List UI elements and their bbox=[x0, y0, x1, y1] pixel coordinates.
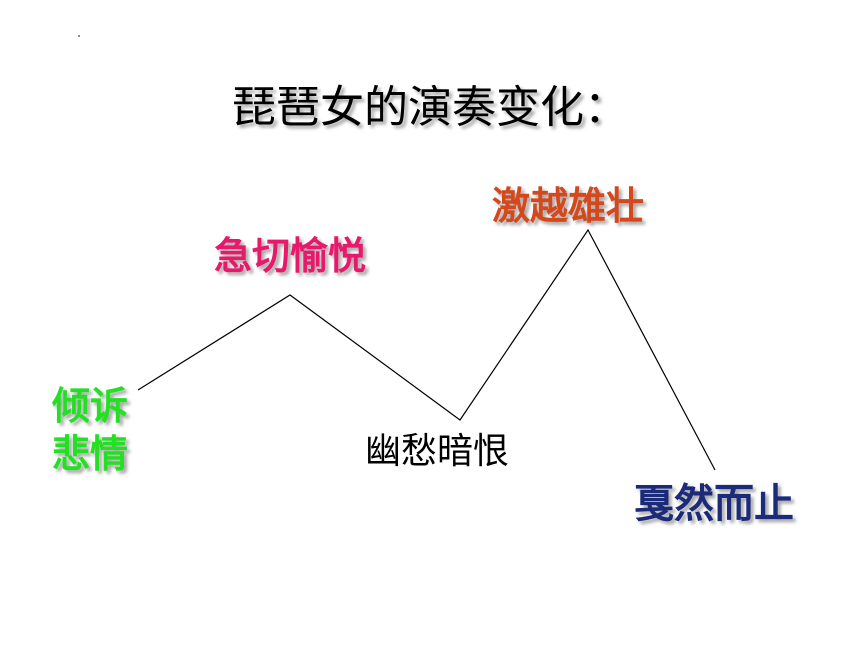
stage-label-start-line-1: 倾诉 bbox=[52, 384, 129, 428]
stage-label-start: 倾诉 悲情 bbox=[52, 382, 172, 478]
stage-label-peak-2: 激越雄壮 bbox=[492, 184, 645, 228]
slide-title: 琵琶女的演奏变化： bbox=[232, 82, 628, 133]
stage-label-start-line-2: 悲情 bbox=[52, 432, 129, 476]
melody-polyline bbox=[137, 228, 716, 471]
stage-label-end: 戛然而止 bbox=[634, 481, 794, 527]
stage-label-valley: 幽愁暗恨 bbox=[365, 431, 510, 472]
stray-dot bbox=[78, 35, 80, 37]
stage-label-peak-1: 急切愉悦 bbox=[214, 234, 367, 278]
